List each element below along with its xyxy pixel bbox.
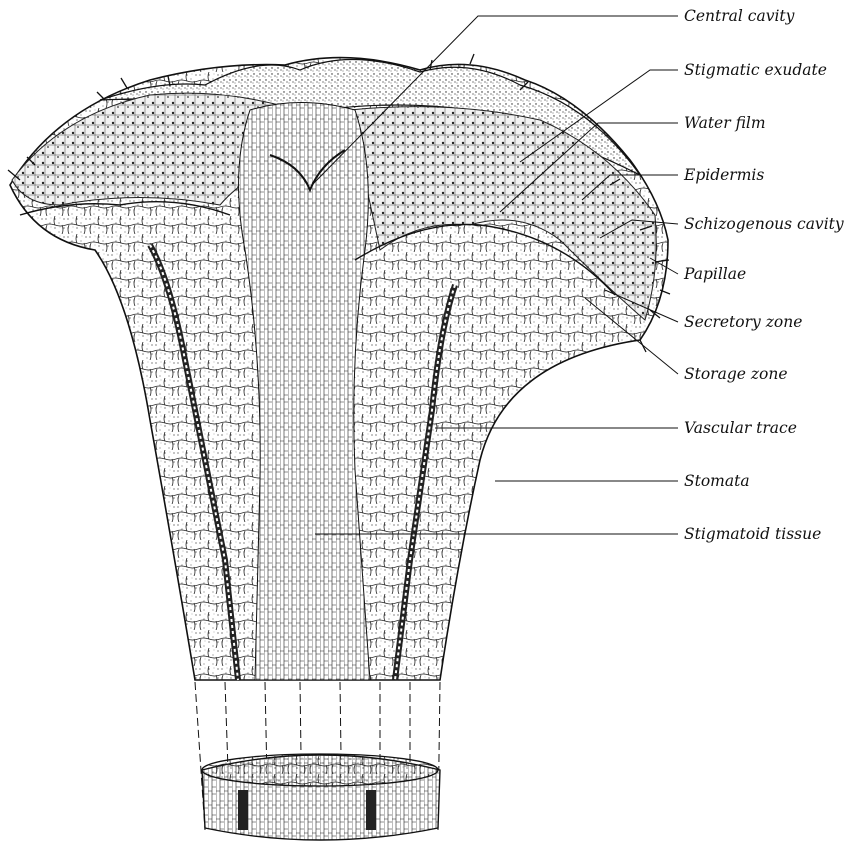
labels: Central cavity Stigmatic exudate Water f… bbox=[683, 7, 844, 543]
cross-section-disc bbox=[202, 754, 440, 840]
label-papillae: Papillae bbox=[683, 265, 746, 283]
label-stigmatoid-tissue: Stigmatoid tissue bbox=[684, 525, 821, 543]
label-stigmatic-exudate: Stigmatic exudate bbox=[684, 61, 827, 79]
label-stomata: Stomata bbox=[684, 472, 750, 490]
label-secretory-zone: Secretory zone bbox=[684, 313, 802, 331]
label-vascular-trace: Vascular trace bbox=[684, 419, 797, 437]
stigma-drawing bbox=[8, 54, 670, 840]
label-epidermis: Epidermis bbox=[683, 166, 764, 184]
label-storage-zone: Storage zone bbox=[684, 365, 788, 383]
label-water-film: Water film bbox=[684, 114, 766, 132]
label-central-cavity: Central cavity bbox=[684, 7, 795, 25]
label-schizogenous-cavity: Schizogenous cavity bbox=[684, 215, 844, 233]
